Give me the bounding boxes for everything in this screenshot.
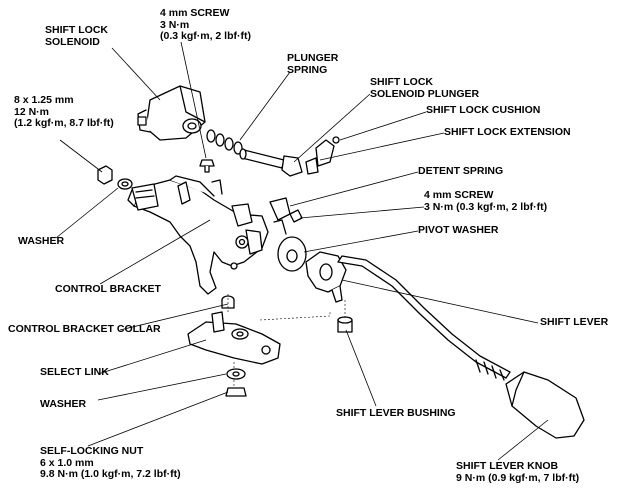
self-locking-nut-part: [225, 387, 247, 397]
label-shift-lever: SHIFT LEVER: [540, 316, 609, 328]
shift-lock-extension-part: [305, 136, 340, 175]
control-bracket-part: [127, 175, 291, 295]
label-plunger-spring: PLUNGER SPRING: [287, 52, 339, 76]
label-shift-lever-bushing: SHIFT LEVER BUSHING: [336, 407, 456, 419]
label-solenoid-plunger: SHIFT LOCK SOLENOID PLUNGER: [370, 76, 480, 100]
right-screw-part: [289, 209, 303, 223]
bottom-washer-part: [226, 368, 246, 380]
label-washer-bottom: WASHER: [40, 398, 87, 410]
label-shift-lever-knob: SHIFT LEVER KNOB 9 N·m (0.9 kgf·m, 7 lbf…: [456, 460, 580, 484]
label-control-bracket: CONTROL BRACKET: [55, 283, 161, 295]
label-shift-lock-extension: SHIFT LOCK EXTENSION: [444, 126, 571, 138]
label-4mm-screw-top: 4 mm SCREW 3 N·m (0.3 kgf·m, 2 lbf·ft): [160, 7, 251, 42]
shift-lever-bushing-part: [337, 316, 353, 333]
shift-lock-solenoid-part: [137, 85, 206, 141]
leader-lines: [55, 41, 549, 461]
label-self-locking-nut: SELF-LOCKING NUT 6 x 1.0 mm 9.8 N·m (1.0…: [40, 445, 181, 480]
bolt-part: [97, 165, 133, 190]
shift-lever-pivot-part: [305, 251, 347, 303]
label-pivot-washer: PIVOT WASHER: [418, 224, 499, 236]
plunger-spring-part: [206, 129, 243, 155]
label-select-link: SELECT LINK: [40, 366, 109, 378]
top-screw-part: [199, 159, 215, 173]
label-bolt-torque: 8 x 1.25 mm 12 N·m (1.2 kgf·m, 8.7 lbf·f…: [14, 94, 114, 129]
label-shift-lock-solenoid: SHIFT LOCK SOLENOID: [45, 24, 108, 48]
label-shift-lock-cushion: SHIFT LOCK CUSHION: [426, 104, 541, 116]
pivot-washer-part: [277, 236, 307, 272]
label-4mm-screw-right: 4 mm SCREW 3 N·m (0.3 kgf·m, 2 lbf·ft): [424, 189, 548, 213]
shift-lever-shaft-part: [337, 255, 511, 381]
solenoid-plunger-part: [239, 148, 303, 177]
label-washer-left: WASHER: [18, 235, 65, 247]
label-detent-spring: DETENT SPRING: [418, 165, 504, 177]
shift-lever-knob-part: [505, 371, 585, 439]
connector-part: [131, 183, 159, 211]
select-link-part: [187, 311, 281, 365]
label-control-bracket-collar: CONTROL BRACKET COLLAR: [8, 323, 161, 335]
